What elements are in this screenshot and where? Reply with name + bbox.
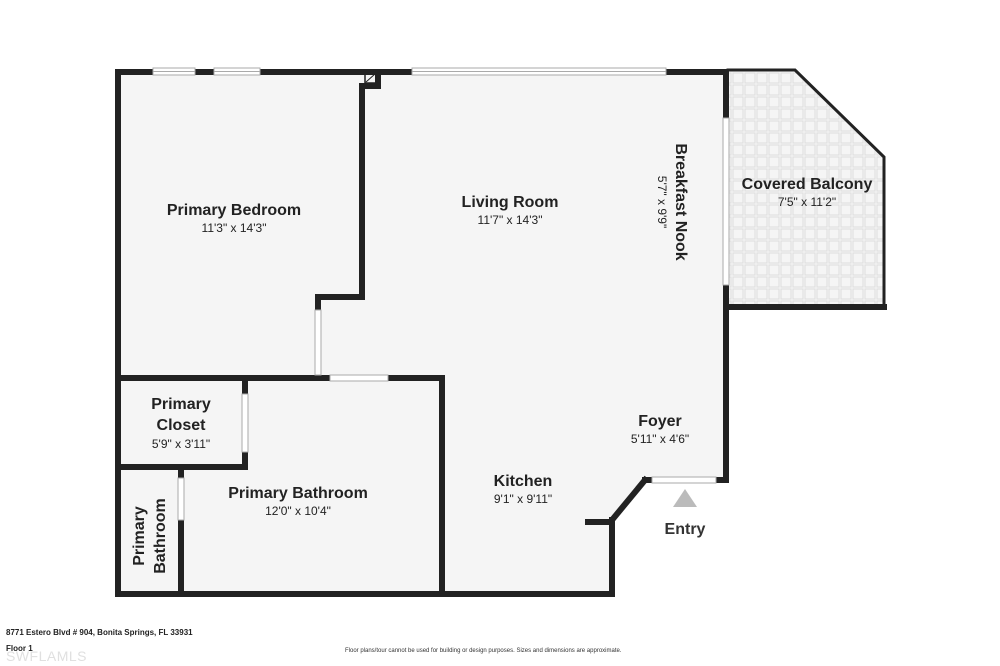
primary-closet-name-line2: Closet: [157, 417, 207, 434]
living-room-name: Living Room: [462, 194, 559, 211]
primary-closet-name-line1: Primary: [151, 396, 211, 413]
floor-fill: [118, 70, 884, 594]
disclaimer-text: Floor plans/tour cannot be used for buil…: [345, 648, 622, 654]
primary-bathroom-dims: 12'0" x 10'4": [265, 504, 331, 518]
covered-balcony-dims: 7'5" x 11'2": [778, 195, 836, 209]
breakfast-nook-name: Breakfast Nook: [672, 143, 689, 260]
primary-bathroom-small-line2: Bathroom: [152, 498, 169, 574]
primary-bedroom-dims: 11'3" x 14'3": [202, 221, 267, 235]
kitchen-dims: 9'1" x 9'11": [494, 492, 552, 506]
covered-balcony-name: Covered Balcony: [742, 176, 873, 193]
address-text: 8771 Estero Blvd # 904, Bonita Springs, …: [6, 628, 193, 637]
floor-label: Floor 1: [6, 644, 33, 653]
entry-label: Entry: [665, 521, 706, 538]
windows: [152, 67, 730, 521]
watermark-text: SWFLAMLS: [6, 648, 88, 664]
primary-bedroom-name: Primary Bedroom: [167, 202, 301, 219]
foyer-dims: 5'11" x 4'6": [631, 432, 689, 446]
kitchen-name: Kitchen: [494, 473, 553, 490]
living-room-dims: 11'7" x 14'3": [478, 213, 543, 227]
primary-bathroom-small-line1: Primary: [131, 506, 148, 566]
entry-arrow-icon: [673, 489, 697, 507]
primary-closet-dims: 5'9" x 3'11": [152, 437, 210, 451]
breakfast-nook-dims: 5'7" x 9'9": [655, 176, 669, 228]
foyer-name: Foyer: [638, 413, 682, 430]
column: [364, 72, 377, 84]
primary-bathroom-name: Primary Bathroom: [228, 485, 368, 502]
balcony-floor: [728, 70, 884, 305]
